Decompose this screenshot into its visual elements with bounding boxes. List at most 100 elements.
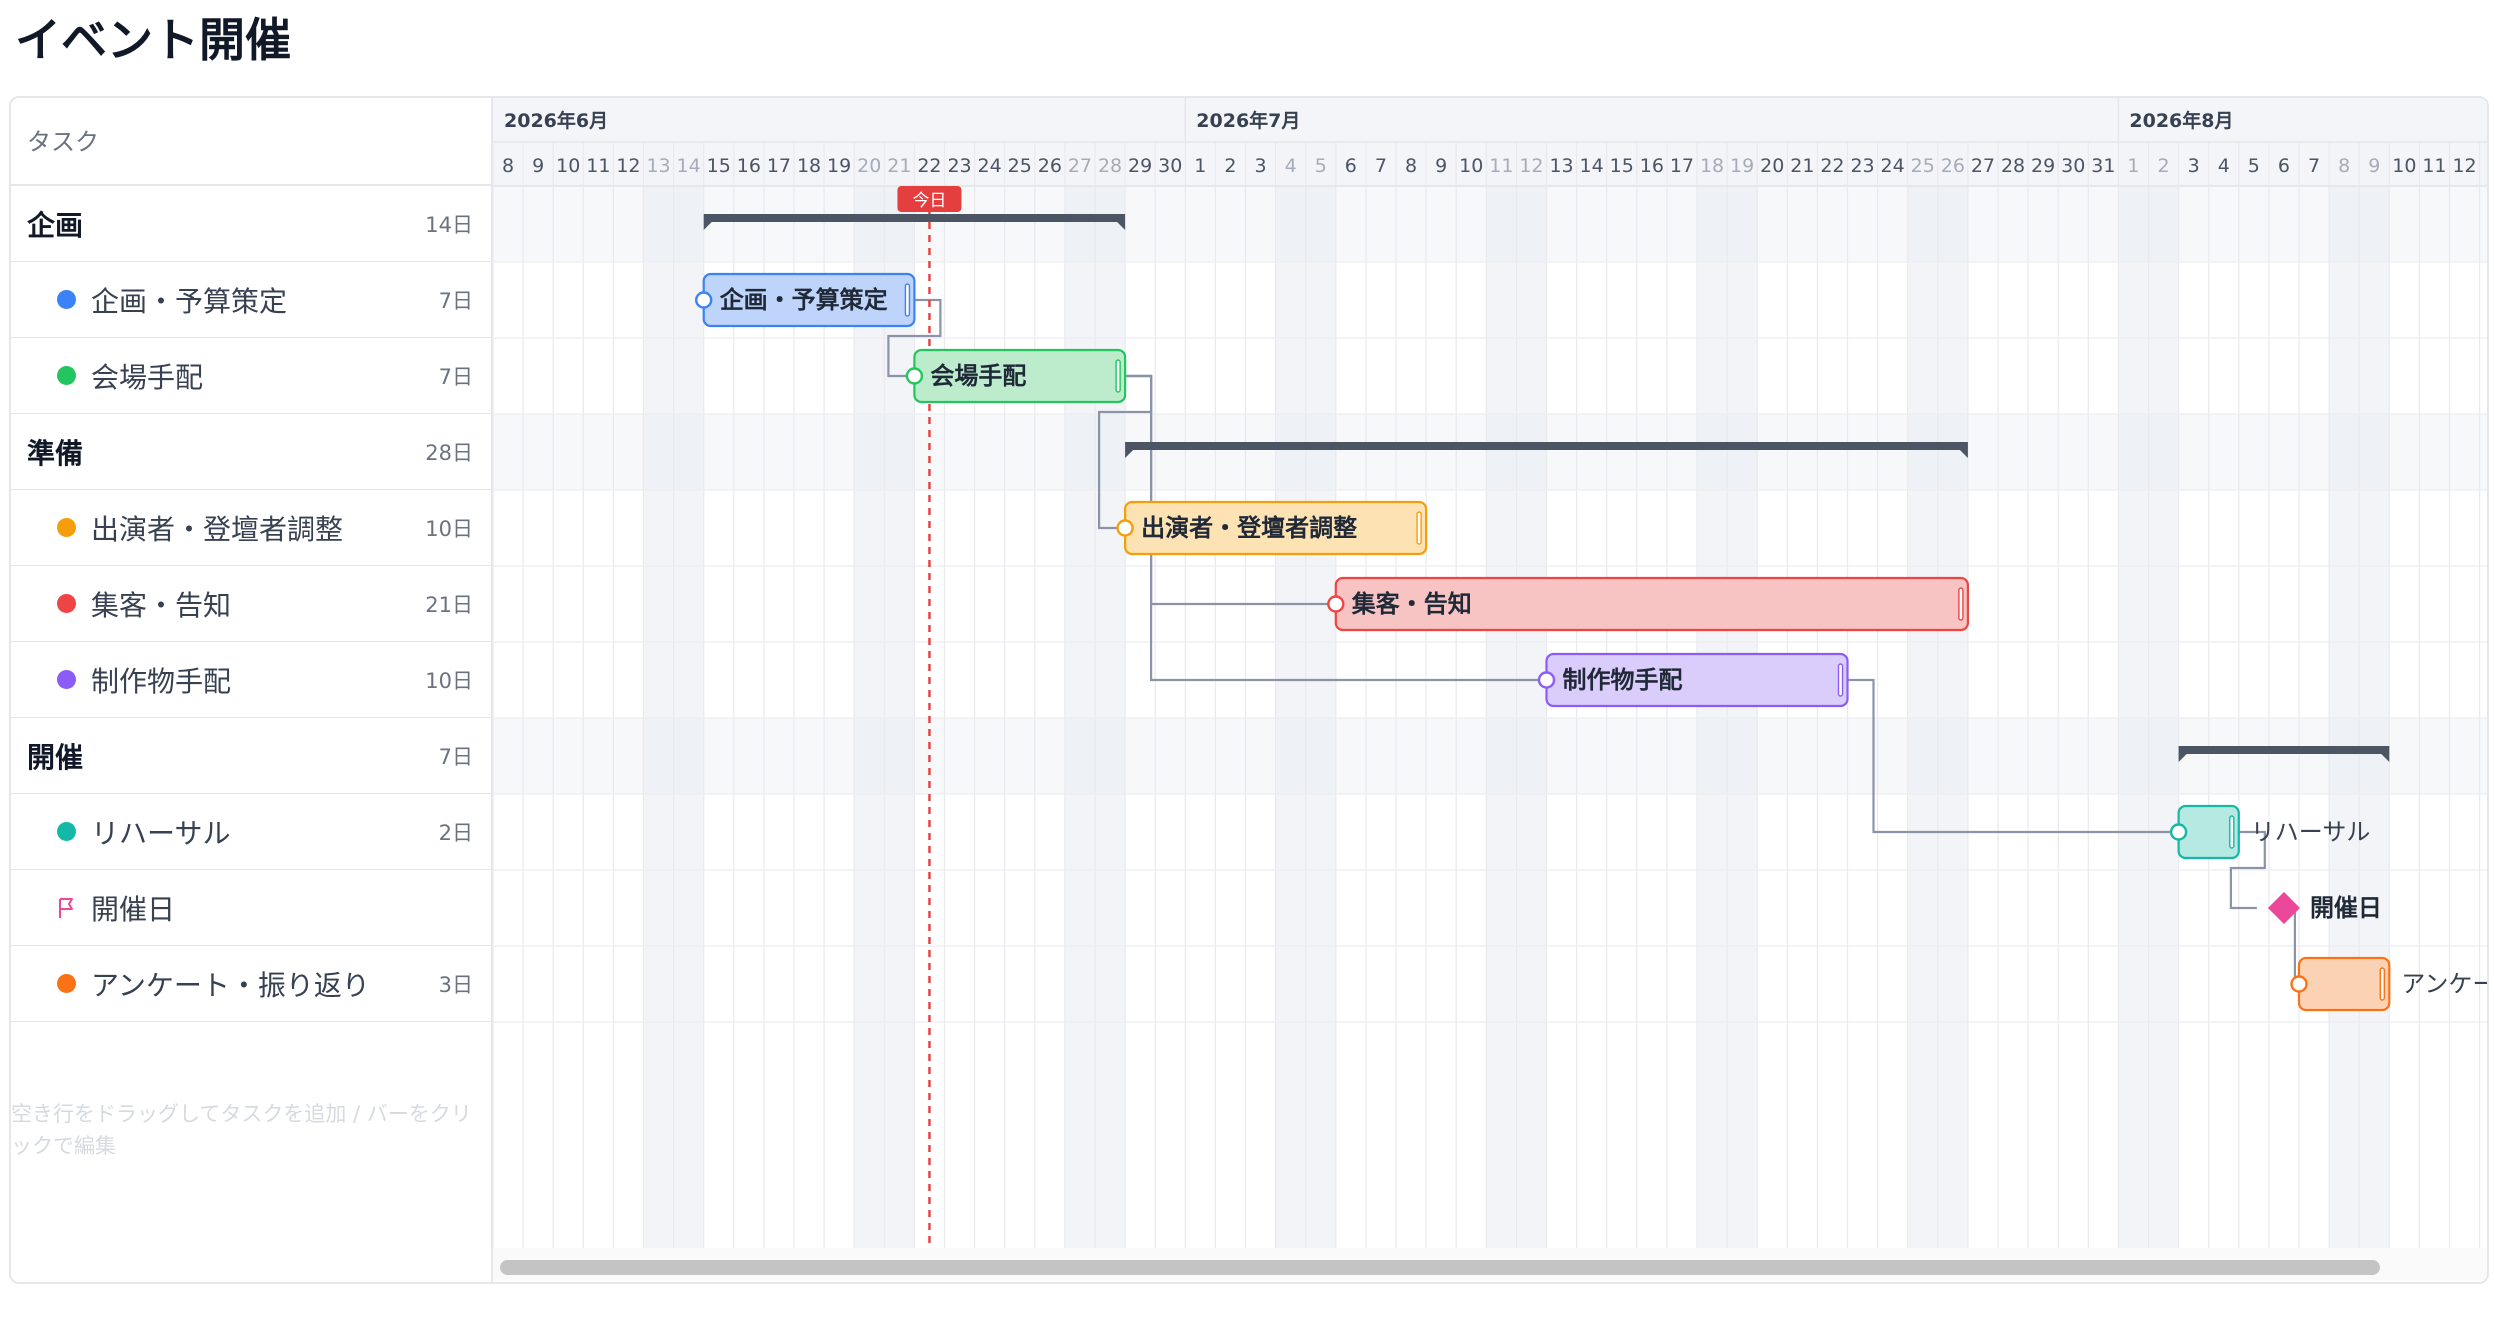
resize-handle[interactable]	[2229, 815, 2235, 849]
task-name: 企画	[27, 208, 84, 242]
task-duration: 7日	[438, 288, 473, 313]
day-label: 9	[532, 155, 544, 177]
task-duration: 10日	[425, 668, 473, 693]
day-label: 3	[2188, 155, 2200, 177]
weekend-shade	[2329, 142, 2360, 1248]
day-label: 7	[1375, 155, 1387, 177]
task-bar-label: アンケート・振り返り	[2401, 970, 2487, 998]
resize-handle[interactable]	[904, 283, 911, 317]
link-handle[interactable]	[1537, 671, 1556, 689]
day-label: 6	[1345, 155, 1357, 177]
weekend-shade	[1907, 142, 1938, 1248]
task-row[interactable]: 会場手配 7日	[11, 338, 491, 414]
link-handle[interactable]	[905, 367, 924, 385]
link-handle[interactable]	[1116, 519, 1134, 537]
task-duration: 10日	[425, 516, 473, 541]
resize-handle[interactable]	[1416, 511, 1422, 545]
milestone-label: 開催日	[2310, 894, 2382, 922]
task-color-dot	[57, 974, 76, 993]
weekend-shade	[643, 142, 674, 1248]
day-label: 13	[646, 155, 670, 177]
task-duration: 2日	[438, 820, 473, 845]
task-row[interactable]: 開催日	[11, 870, 491, 946]
task-name: 制作物手配	[91, 664, 232, 698]
task-bar-label: 会場手配	[930, 362, 1026, 390]
day-label: 2	[2158, 155, 2170, 177]
resize-handle[interactable]	[2379, 967, 2386, 1001]
task-name: 企画・予算策定	[91, 284, 288, 318]
day-label: 11	[2422, 155, 2446, 177]
day-label: 4	[1285, 155, 1297, 177]
day-label: 6	[2278, 155, 2290, 177]
link-handle[interactable]	[1327, 595, 1345, 613]
task-row[interactable]: 企画・予算策定 7日	[11, 262, 491, 338]
weekend-shade	[1937, 142, 1968, 1248]
month-label: 2026年8月	[2129, 109, 2233, 132]
day-label: 30	[2061, 155, 2085, 177]
link-handle[interactable]	[2169, 823, 2188, 841]
day-label: 11	[586, 155, 610, 177]
group-summary-bar[interactable]	[703, 214, 1126, 230]
resize-handle[interactable]	[1837, 663, 1844, 697]
group-row-band	[493, 718, 2487, 794]
weekend-shade	[1305, 142, 1336, 1248]
weekend-shade	[1095, 142, 1126, 1248]
task-duration: 7日	[438, 364, 473, 389]
resize-handle[interactable]	[1958, 587, 1964, 621]
group-summary-bar[interactable]	[1125, 442, 1968, 458]
task-row[interactable]: 制作物手配 10日	[11, 642, 491, 718]
day-label: 24	[978, 155, 1002, 177]
day-label: 16	[737, 155, 761, 177]
scrollbar-thumb[interactable]	[500, 1260, 2380, 1275]
task-name: 集客・告知	[91, 588, 232, 622]
task-row[interactable]: リハーサル 2日	[11, 794, 491, 870]
group-summary-bar[interactable]	[2178, 746, 2390, 762]
task-column-header: タスク	[11, 98, 491, 186]
day-label: 17	[767, 155, 791, 177]
task-name: アンケート・振り返り	[91, 968, 370, 1002]
day-label: 23	[947, 155, 971, 177]
day-label: 23	[1850, 155, 1874, 177]
task-color-dot	[57, 594, 76, 613]
day-label: 25	[1008, 155, 1032, 177]
today-label: 今日	[912, 191, 946, 211]
day-label: 5	[1315, 155, 1327, 177]
task-name: 会場手配	[91, 360, 204, 394]
day-label: 2	[1224, 155, 1236, 177]
day-label: 25	[1911, 155, 1935, 177]
dependency-connector	[2229, 830, 2266, 910]
resize-handle[interactable]	[1115, 359, 1121, 393]
link-handle[interactable]	[694, 291, 713, 309]
day-label: 19	[827, 155, 851, 177]
task-name: 開催日	[91, 892, 176, 926]
group-row-band	[493, 414, 2487, 490]
day-label: 27	[1971, 155, 1995, 177]
day-label: 1	[2127, 155, 2139, 177]
task-bar-label: 出演者・登壇者調整	[1141, 514, 1357, 542]
day-label: 15	[707, 155, 731, 177]
day-label: 28	[1098, 155, 1122, 177]
day-label: 10	[1459, 155, 1483, 177]
day-label: 8	[1405, 155, 1417, 177]
day-label: 29	[2031, 155, 2055, 177]
task-bar[interactable]	[2297, 956, 2391, 1012]
day-label: 22	[917, 155, 941, 177]
day-label: 10	[556, 155, 580, 177]
day-label: 14	[1580, 155, 1604, 177]
day-label: 20	[857, 155, 881, 177]
milestone-diamond[interactable]	[2267, 892, 2300, 924]
task-duration: 28日	[425, 440, 473, 465]
link-handle[interactable]	[2290, 975, 2308, 993]
task-name: リハーサル	[91, 816, 231, 850]
weekend-shade	[2148, 142, 2179, 1248]
